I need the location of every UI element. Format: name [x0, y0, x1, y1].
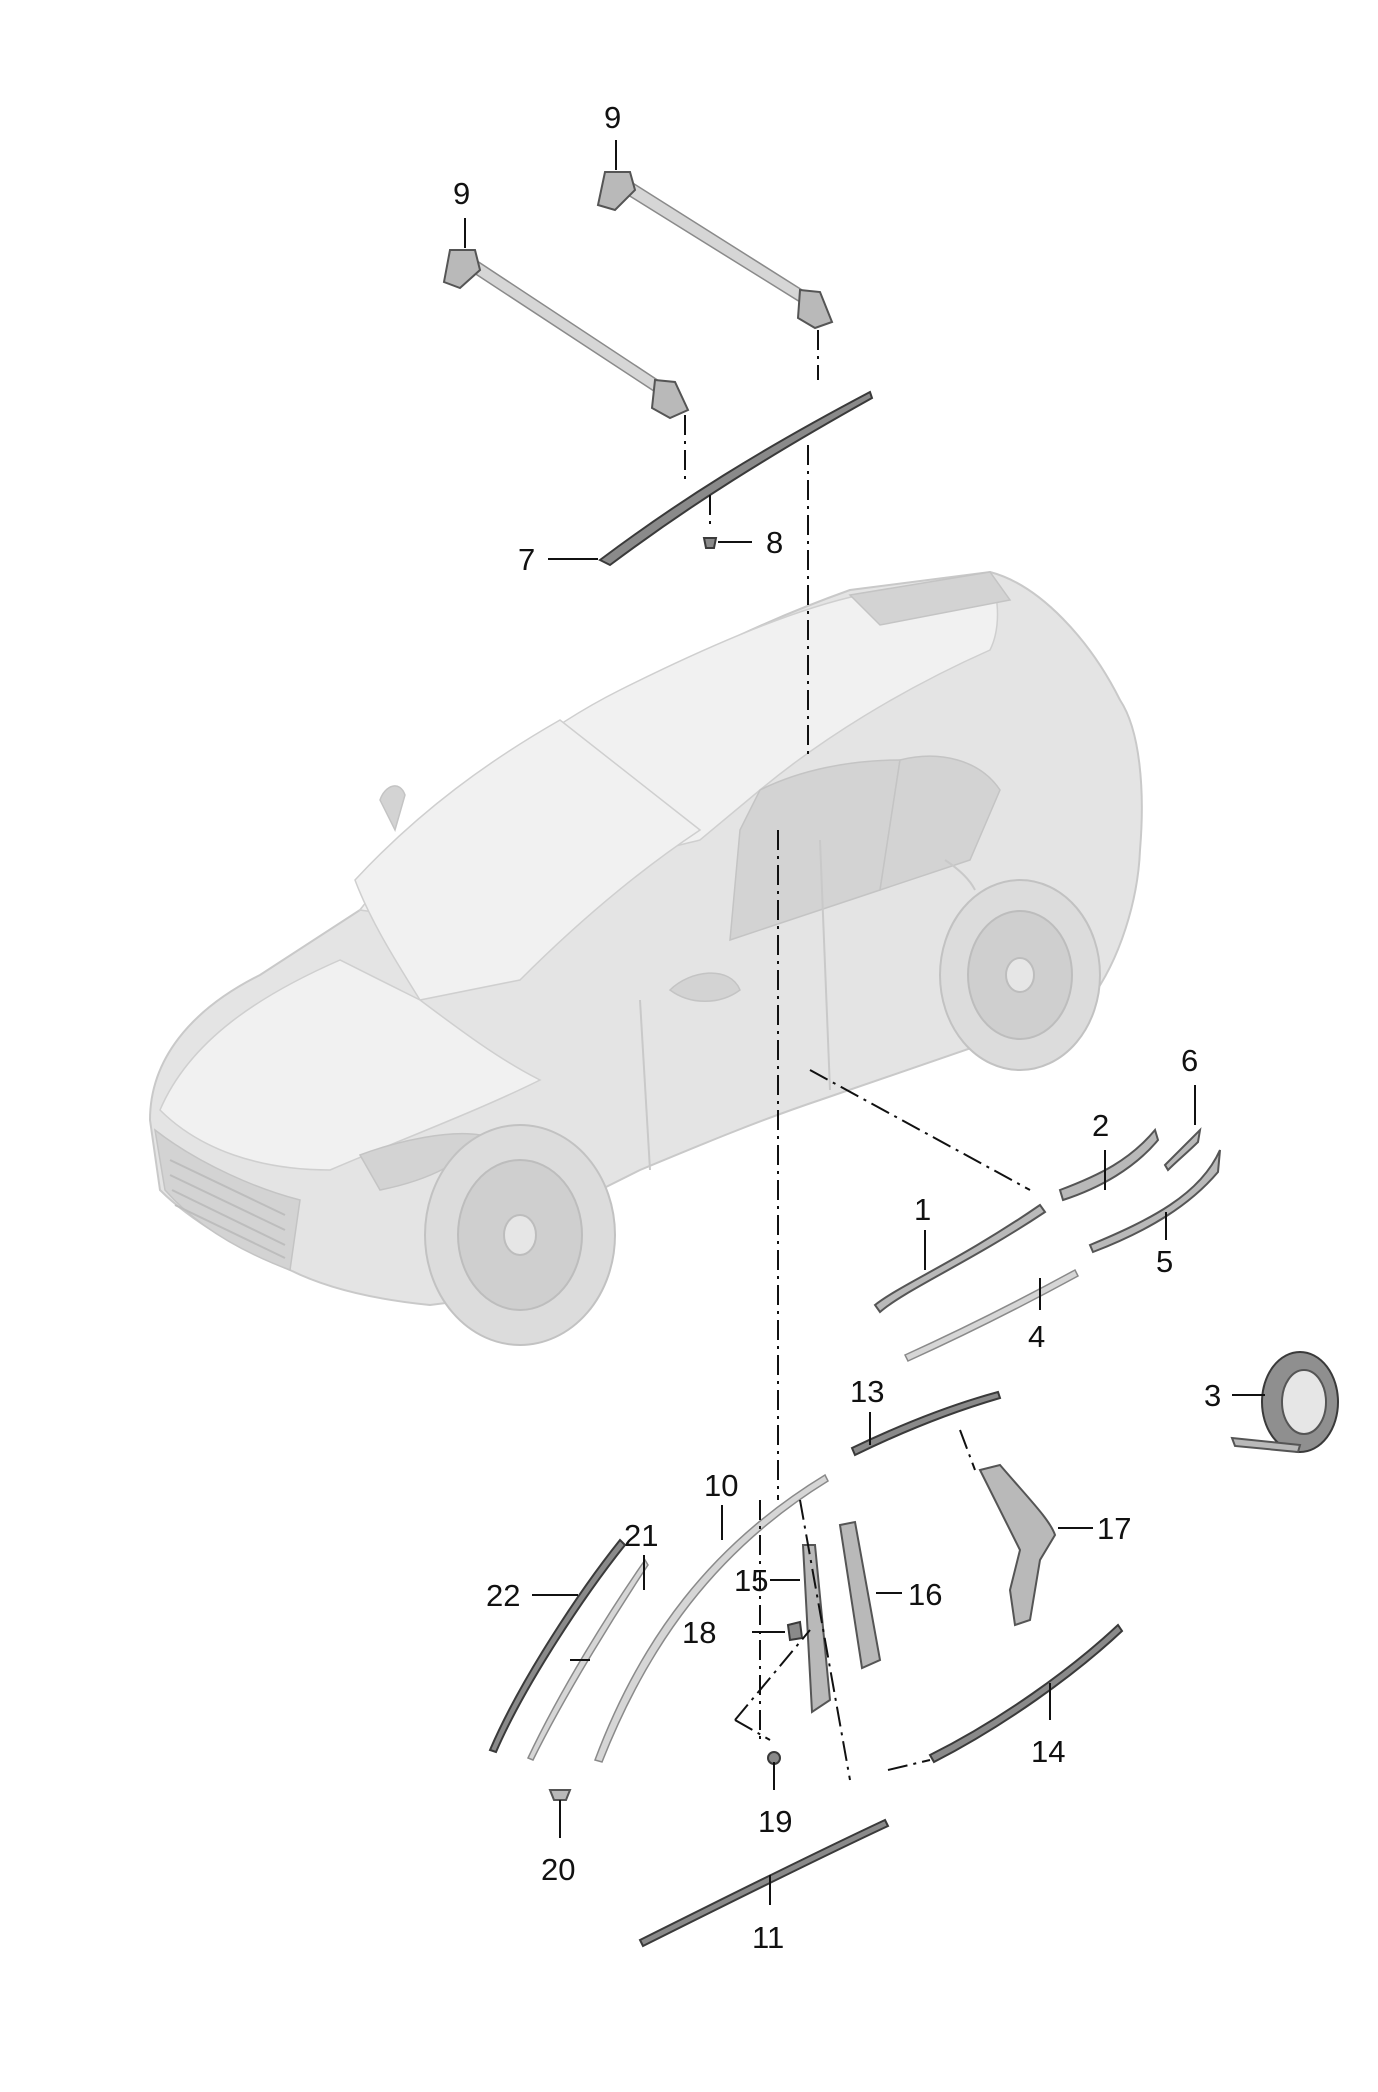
- pillar-trim-16: [838, 1520, 882, 1670]
- clip-part-18: [786, 1620, 804, 1642]
- callout-4: 4: [1028, 1319, 1045, 1354]
- callout-22: 22: [486, 1578, 520, 1613]
- molding-part-5: [1088, 1149, 1221, 1254]
- molding-part-1: [873, 1203, 1047, 1314]
- sill-strip-14: [928, 1623, 1124, 1764]
- callout-3: 3: [1204, 1378, 1221, 1413]
- roof-crossbar-front: [442, 249, 690, 420]
- callout-9-rear: 9: [604, 100, 621, 135]
- callout-14: 14: [1031, 1734, 1065, 1769]
- callout-9-front: 9: [453, 176, 470, 211]
- callout-6: 6: [1181, 1043, 1198, 1078]
- roof-crossbar-rear: [596, 171, 834, 330]
- callout-1: 1: [914, 1192, 931, 1227]
- callout-8: 8: [766, 525, 783, 560]
- callout-21: 20: [541, 1852, 575, 1887]
- molding-part-6: [1163, 1127, 1202, 1172]
- assembly-centerlines: [570, 330, 1031, 1781]
- bolt-part-21: [548, 1789, 572, 1801]
- callout-19: 19: [758, 1804, 792, 1839]
- callout-13: 13: [850, 1374, 884, 1409]
- sill-strip-11: [638, 1818, 890, 1948]
- callout-16: 16: [908, 1577, 942, 1612]
- callout-17: 17: [1097, 1511, 1131, 1546]
- callout-20: 21: [624, 1518, 658, 1553]
- callout-10: 10: [704, 1468, 738, 1503]
- tape-roll: [1230, 1351, 1339, 1454]
- trim-part-13: [850, 1390, 1002, 1457]
- pillar-trim-15: [801, 1544, 832, 1714]
- callout-11: 11: [752, 1920, 784, 1955]
- callout-2: 2: [1092, 1108, 1109, 1143]
- callout-labels: 9 9 7 8 6 2 1 5 4 3 13 10 21 22 15 16 17…: [453, 100, 1221, 1955]
- grille: [169, 1159, 286, 1259]
- molding-part-2: [1058, 1127, 1160, 1202]
- bracket-part-17: [978, 1463, 1057, 1627]
- callout-5: 5: [1156, 1244, 1173, 1279]
- trim-part-10: [594, 1473, 829, 1763]
- callout-18: 18: [682, 1615, 716, 1650]
- roof-rail-strip: [598, 390, 874, 567]
- rivet-part-8: [702, 537, 718, 549]
- trim-part-22: [488, 1538, 627, 1754]
- callout-15: 15: [734, 1563, 768, 1598]
- vehicle-illustration: [148, 570, 1143, 1346]
- molding-part-4: [903, 1268, 1079, 1362]
- callout-7: 7: [518, 542, 535, 577]
- leader-lines: [464, 140, 1265, 1905]
